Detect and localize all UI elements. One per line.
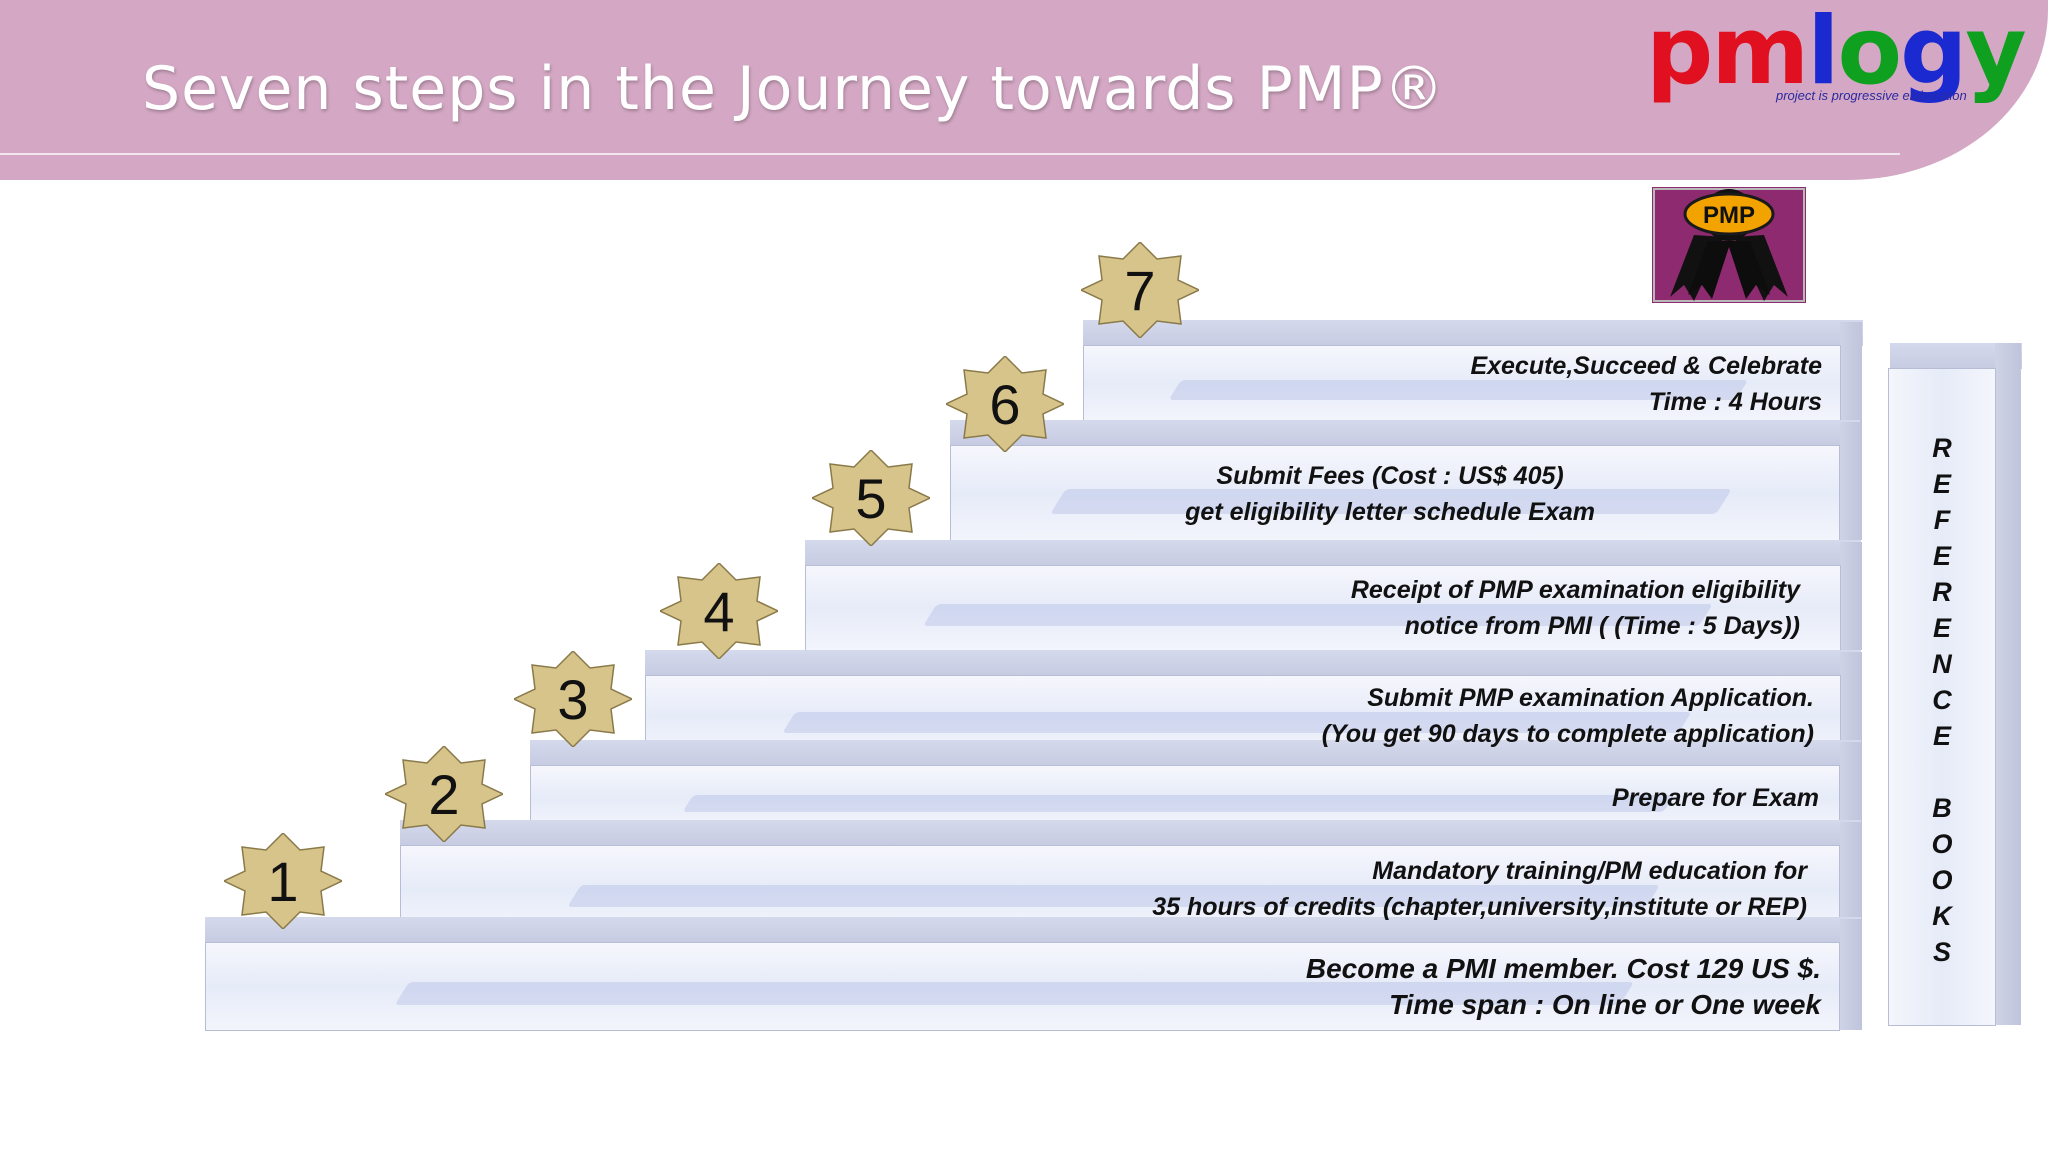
reference-letter: E bbox=[1932, 541, 1951, 571]
step-4-top bbox=[645, 650, 1861, 676]
reference-letter: R bbox=[1932, 433, 1952, 463]
step-4-side bbox=[1840, 652, 1862, 755]
pmp-logo-text: PMP bbox=[1703, 202, 1755, 229]
step-2-badge: 2 bbox=[385, 746, 503, 842]
step-1-block: Become a PMI member. Cost 129 US $.Time … bbox=[205, 942, 1840, 1031]
step-6-side bbox=[1840, 422, 1862, 540]
step-6-number: 6 bbox=[989, 372, 1021, 436]
step-3-top bbox=[530, 740, 1861, 766]
step-6-top bbox=[950, 420, 1860, 446]
reference-letter: B bbox=[1932, 793, 1952, 823]
reference-letter: R bbox=[1932, 577, 1952, 607]
step-2-top bbox=[400, 820, 1861, 846]
step-4-text: Submit PMP examination Application.(You … bbox=[1321, 683, 1814, 748]
step-5-side bbox=[1840, 542, 1862, 650]
reference-column-side bbox=[1995, 343, 2021, 1025]
step-3-text: Prepare for Exam bbox=[1611, 784, 1819, 812]
reference-letter: O bbox=[1931, 829, 1953, 859]
header-bar bbox=[0, 0, 2048, 180]
step-1-badge: 1 bbox=[224, 833, 342, 929]
reference-letter: N bbox=[1932, 649, 1952, 679]
step-2-number: 2 bbox=[428, 762, 460, 826]
reference-letter: K bbox=[1932, 901, 1952, 931]
step-7-side bbox=[1840, 322, 1862, 422]
step-3-badge: 3 bbox=[514, 651, 632, 747]
reference-books-column bbox=[1888, 368, 1996, 1026]
reference-letter: O bbox=[1931, 865, 1953, 895]
step-5-number: 5 bbox=[855, 466, 887, 530]
logo-tagline: project is progressive elaboration bbox=[1776, 88, 1967, 103]
step-4-number: 4 bbox=[703, 579, 735, 643]
step-4-badge: 4 bbox=[660, 563, 778, 659]
step-2-side bbox=[1840, 822, 1862, 932]
step-6-badge: 6 bbox=[946, 356, 1064, 452]
reference-books-label: R E F E R E N C E B O O K S bbox=[1888, 430, 1996, 970]
reference-letter: S bbox=[1932, 937, 1951, 967]
reference-letter: E bbox=[1932, 721, 1951, 751]
step-7-number: 7 bbox=[1124, 258, 1156, 322]
step-3-number: 3 bbox=[557, 667, 589, 731]
step-6-block: Submit Fees (Cost : US$ 405)get eligibil… bbox=[950, 445, 1840, 542]
header-divider bbox=[0, 153, 1900, 155]
page-title: Seven steps in the Journey towards PMP® bbox=[142, 54, 1445, 124]
pmp-ribbon-icon: PMP bbox=[1652, 187, 1806, 303]
step-5-top bbox=[805, 540, 1861, 566]
step-5-badge: 5 bbox=[812, 450, 930, 546]
step-7-top bbox=[1083, 320, 1863, 346]
reference-letter: E bbox=[1932, 469, 1951, 499]
step-1-number: 1 bbox=[267, 849, 299, 913]
logo-wordmark: pmlogy bbox=[1646, 0, 2027, 106]
step-1-text: Become a PMI member. Cost 129 US $.Time … bbox=[1305, 952, 1821, 1020]
step-1-side bbox=[1840, 919, 1862, 1030]
step-1-top bbox=[205, 917, 1861, 943]
pmlogy-logo: pmlogy project is progressive elaboratio… bbox=[1646, 0, 2027, 106]
reference-letter: F bbox=[1933, 505, 1951, 535]
step-7-badge: 7 bbox=[1081, 242, 1199, 338]
reference-letter: C bbox=[1932, 685, 1952, 715]
step-3-side bbox=[1840, 742, 1862, 830]
reference-letter: E bbox=[1932, 613, 1951, 643]
step-6-text: Submit Fees (Cost : US$ 405)get eligibil… bbox=[1185, 461, 1595, 526]
